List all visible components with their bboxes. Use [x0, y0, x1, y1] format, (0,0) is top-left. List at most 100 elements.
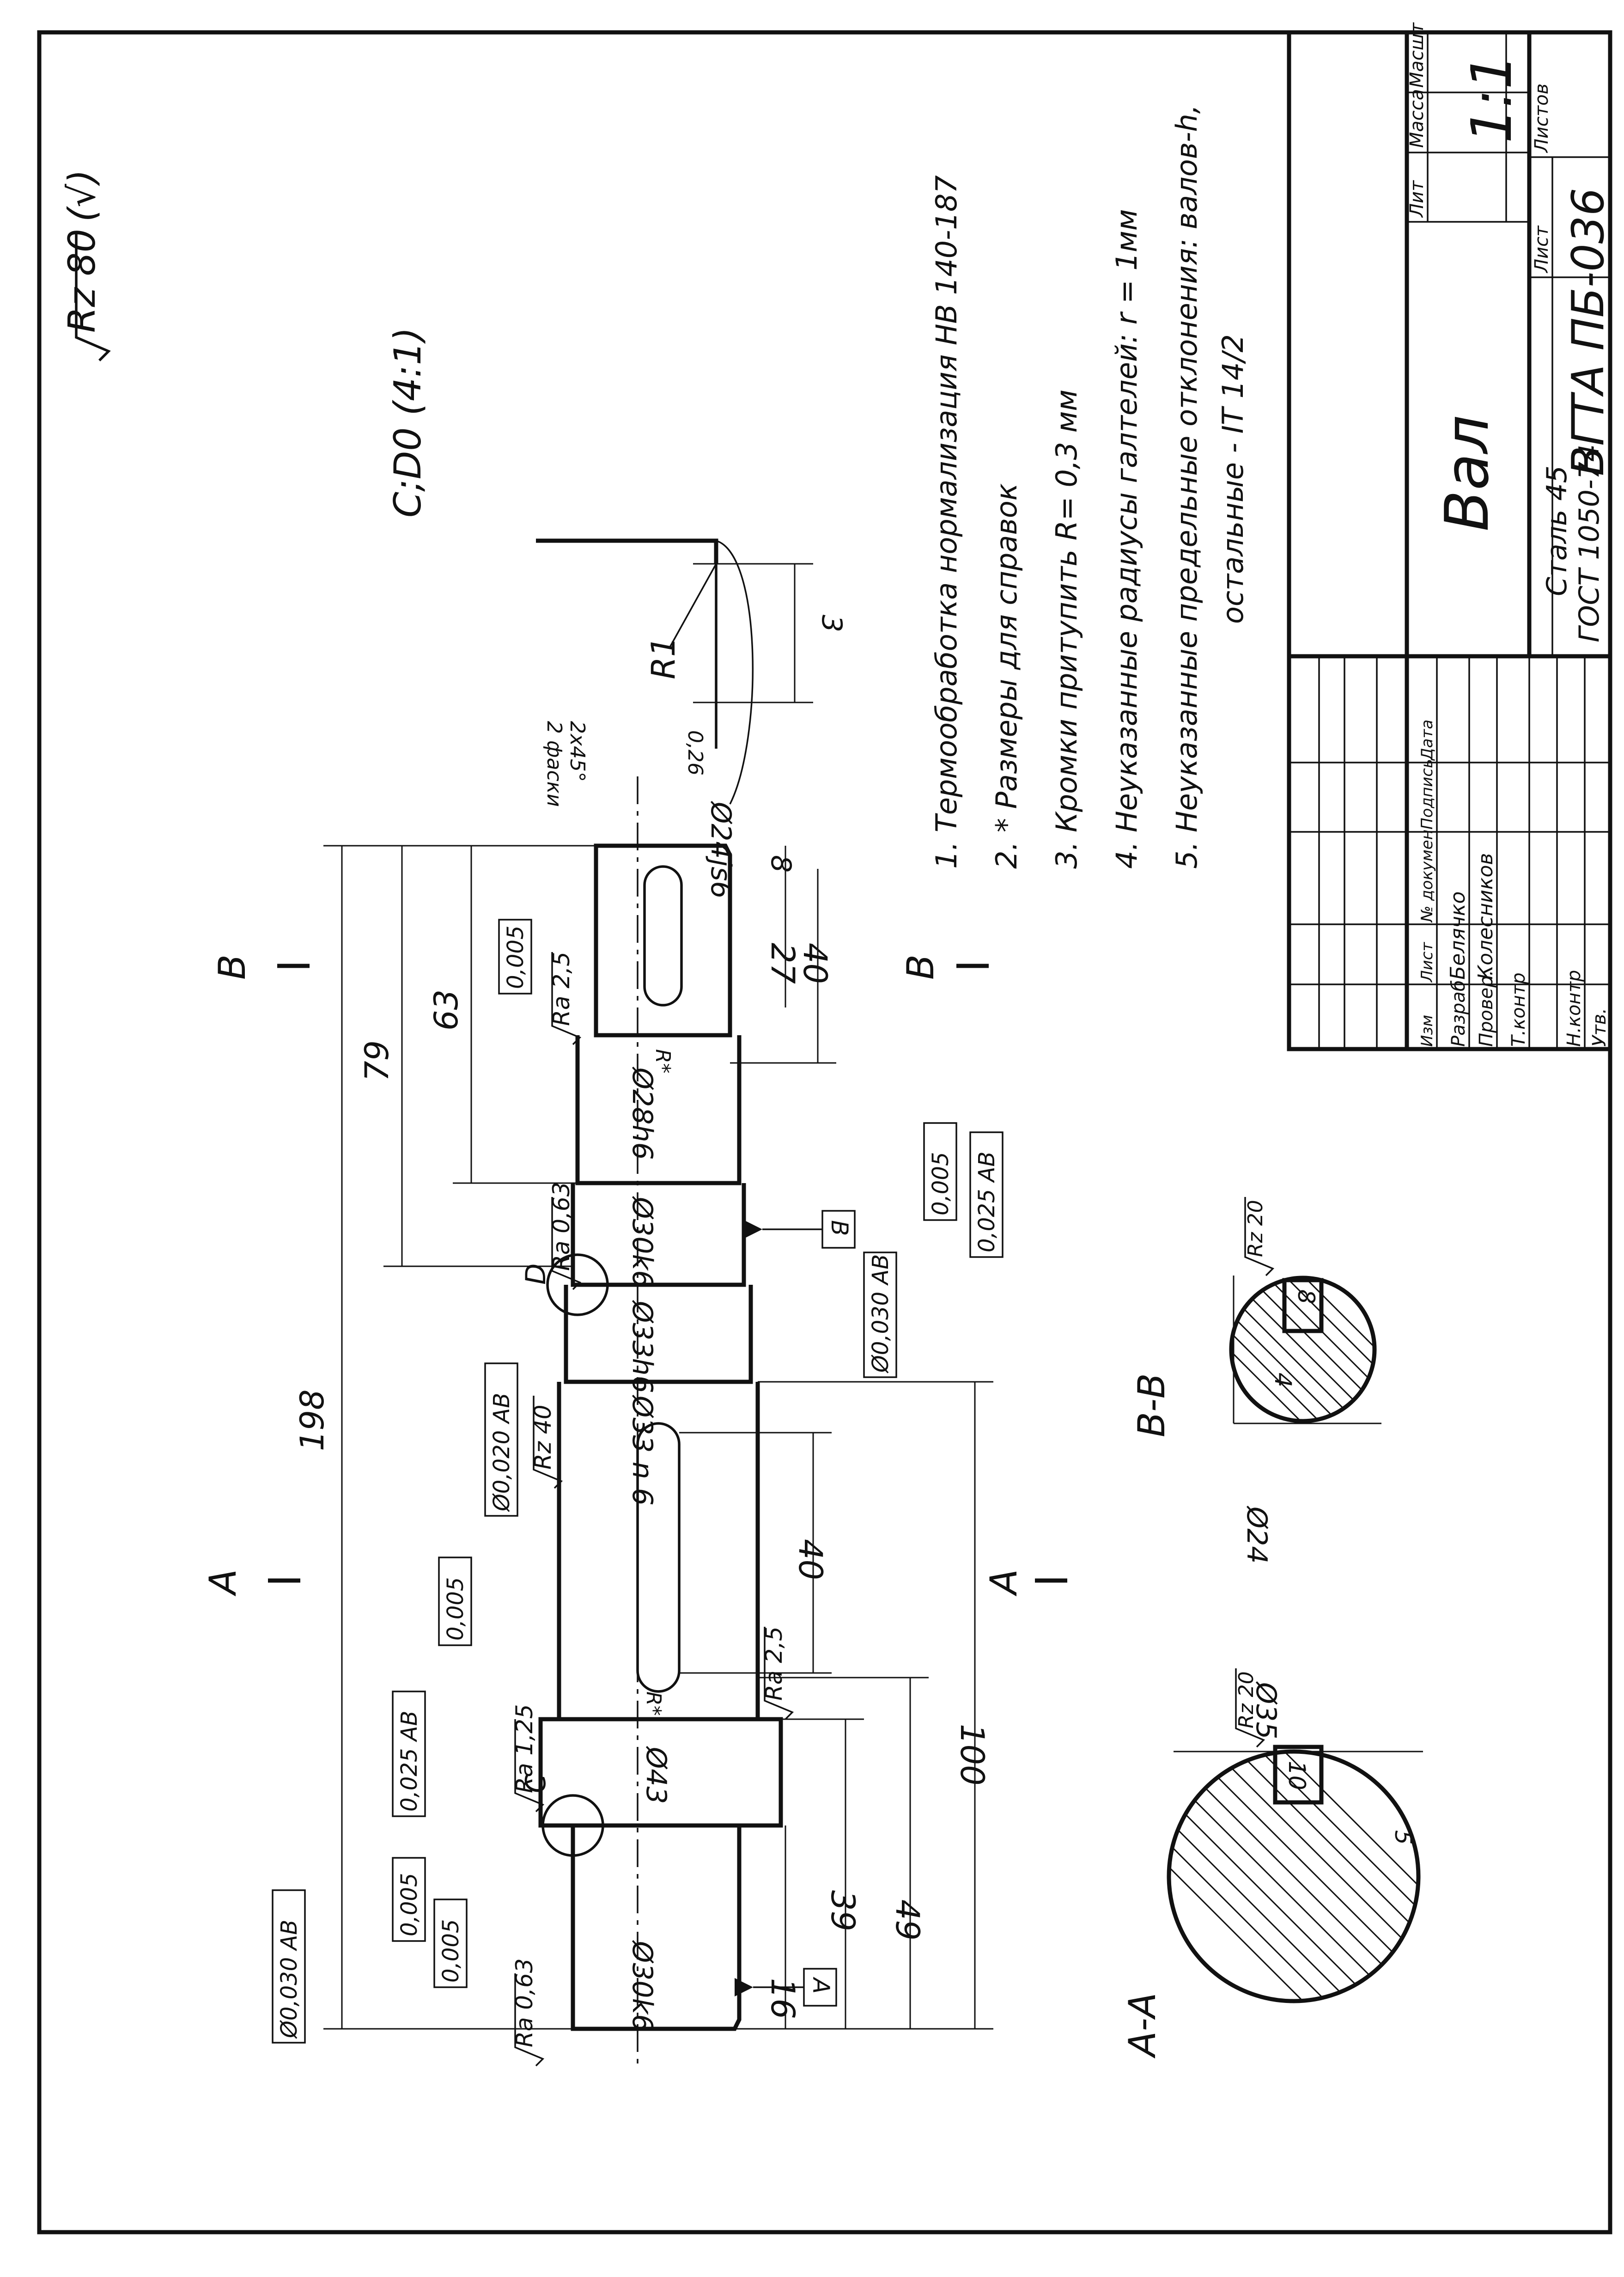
tol-frame-right-1: Ø0,030 АВ	[863, 1251, 897, 1378]
dia-33h6: Ø33h6	[626, 1300, 658, 1393]
tol-frame-bottom: Ø0,030 АВ	[272, 1889, 306, 2044]
svg-text:79: 79	[358, 1040, 396, 1081]
note-2: 2. * Размеры для справок	[990, 483, 1023, 869]
svg-text:10: 10	[1283, 1761, 1310, 1790]
shaft-step-33a	[564, 1285, 753, 1384]
svg-text:Ra 0,63: Ra 0,63	[511, 1958, 538, 2047]
datum-a: А	[735, 1968, 837, 2007]
tb-sheets: Листов	[1531, 84, 1552, 153]
svg-text:Ra 0,63: Ra 0,63	[548, 1182, 575, 1271]
dia-43: Ø43	[640, 1746, 672, 1804]
tb-role-razrab: Разраб.	[1448, 974, 1469, 1047]
dia-30k6-a: Ø30k6	[626, 1196, 658, 1288]
dim-63: 63	[427, 846, 578, 1184]
datum-b: В	[744, 1210, 856, 1249]
tb-scale-header: Масшт	[1406, 22, 1428, 88]
tb-material-std: ГОСТ 1050-74	[1573, 444, 1606, 642]
section-cut-b: В В	[211, 954, 989, 980]
note-1: 1. Термообработка нормализация НВ 140-18…	[930, 175, 963, 869]
detail-d-view: 3 R1 0,26	[536, 538, 848, 805]
svg-text:5: 5	[1390, 1830, 1417, 1845]
svg-text:0,005: 0,005	[438, 1919, 464, 1983]
section-bb-view: Ø24 8 4 Rz 20 В-В	[1130, 1197, 1381, 1564]
shaft-step-28	[575, 1035, 742, 1185]
svg-text:0,005: 0,005	[443, 1577, 468, 1641]
note-3: 3. Кромки притупить R= 0,3 мм	[1050, 390, 1083, 869]
dim-79: 79	[358, 846, 573, 1267]
note-4: 4. Неуказанные радиусы галтелей: r = 1мм	[1110, 209, 1143, 869]
rough-ra063-d: Ra 0,63	[548, 1182, 582, 1290]
tol-frame-left-1: 0,005	[392, 1857, 426, 1942]
svg-text:Ra 2,5: Ra 2,5	[760, 1626, 787, 1701]
tb-scale: 1:1	[1460, 54, 1524, 143]
svg-text:39: 39	[824, 1890, 862, 1931]
dia-24js6: Ø24js6	[705, 800, 737, 899]
tb-col-doc: № докумен	[1418, 830, 1436, 923]
svg-text:0,005: 0,005	[503, 926, 529, 989]
svg-text:0,005: 0,005	[928, 1152, 954, 1215]
svg-text:Ø35: Ø35	[1250, 1681, 1282, 1740]
tb-code: ВГТА ПБ-036	[1563, 188, 1614, 476]
general-roughness-suffix: (√)	[61, 170, 103, 222]
svg-text:А: А	[201, 1569, 244, 1597]
shaft-step-24	[594, 843, 732, 1038]
svg-text:Rz 20: Rz 20	[1244, 1200, 1267, 1257]
detail-d-label: С;D0 (4:1)	[386, 327, 429, 518]
section-cut-a: А А	[201, 1569, 1067, 1597]
rstar-top: R*	[651, 1049, 675, 1074]
dim-198: 198	[293, 845, 596, 2030]
svg-text:4: 4	[1270, 1373, 1296, 1387]
svg-text:0,025 АВ: 0,025 АВ	[974, 1152, 1000, 1252]
svg-text:3: 3	[815, 615, 848, 632]
tb-col-date: Дата	[1418, 720, 1436, 761]
section-aa-label: А-А	[1121, 1993, 1164, 2059]
shaft-main-view	[538, 776, 783, 2066]
svg-text:8: 8	[765, 855, 797, 873]
dim-16: 16	[764, 1825, 802, 2029]
tb-lit: Лит	[1406, 180, 1428, 218]
section-aa-view: Ø35 10 5 Rz 20 А-А	[1121, 1668, 1423, 2059]
svg-text:0,005: 0,005	[396, 1873, 422, 1936]
tb-col-izm: Изм	[1418, 1015, 1436, 1047]
svg-text:R1: R1	[645, 636, 682, 679]
svg-text:8: 8	[1293, 1289, 1320, 1304]
tb-part-name: Вал	[1432, 415, 1502, 531]
svg-text:Ra 1,25: Ra 1,25	[511, 1704, 538, 1793]
svg-text:Ø24: Ø24	[1241, 1505, 1273, 1564]
svg-text:В: В	[211, 954, 254, 980]
tb-material: Сталь 45	[1541, 465, 1573, 596]
svg-text:198: 198	[293, 1389, 331, 1451]
dim-40-top: 40	[730, 869, 836, 1064]
tol-frame-right-3: 0,025 АВ	[969, 1131, 1004, 1258]
svg-text:49: 49	[888, 1899, 926, 1941]
rough-ra25-top: Ra 2,5	[548, 952, 582, 1045]
section-bb-label: В-В	[1130, 1373, 1173, 1437]
svg-text:А: А	[982, 1569, 1025, 1597]
tb-col-list: Лист	[1418, 942, 1436, 983]
dia-28h6: Ø28h6	[626, 1066, 658, 1160]
title-block: Вал Сталь 45 ГОСТ 1050-74 ВГТА ПБ-036 1:…	[1287, 22, 1614, 1051]
svg-text:40: 40	[791, 1539, 829, 1580]
detail-c-circle	[541, 1794, 604, 1857]
tb-role-nkontr: Н.контр	[1563, 970, 1585, 1047]
svg-text:Rz 40: Rz 40	[529, 1404, 556, 1470]
tol-frame-top-2: Ø0,020 АВ	[484, 1362, 518, 1517]
dim-49: 49	[758, 1677, 929, 2029]
tb-mass: Масса	[1406, 89, 1428, 148]
tb-role-prover: Провер.	[1476, 970, 1497, 1047]
svg-text:Rz 20: Rz 20	[1235, 1671, 1258, 1728]
dim-100: 100	[735, 1381, 993, 2030]
rough-ra063-end: Ra 0,63	[511, 1958, 545, 2067]
chamfer-note: 2 фаски	[542, 721, 566, 807]
svg-text:А: А	[808, 1977, 834, 1994]
dim-40-main: 40	[679, 1432, 832, 1674]
tb-sheet: Лист	[1531, 225, 1552, 274]
svg-text:0,025 АВ: 0,025 АВ	[396, 1711, 422, 1812]
svg-text:16: 16	[764, 1978, 802, 2019]
svg-text:40: 40	[796, 943, 834, 984]
general-roughness-value: Rz 80	[61, 229, 103, 333]
shaft-step-43	[538, 1717, 783, 1828]
keyway-slot-top	[643, 865, 683, 1007]
svg-text:В: В	[899, 954, 942, 980]
